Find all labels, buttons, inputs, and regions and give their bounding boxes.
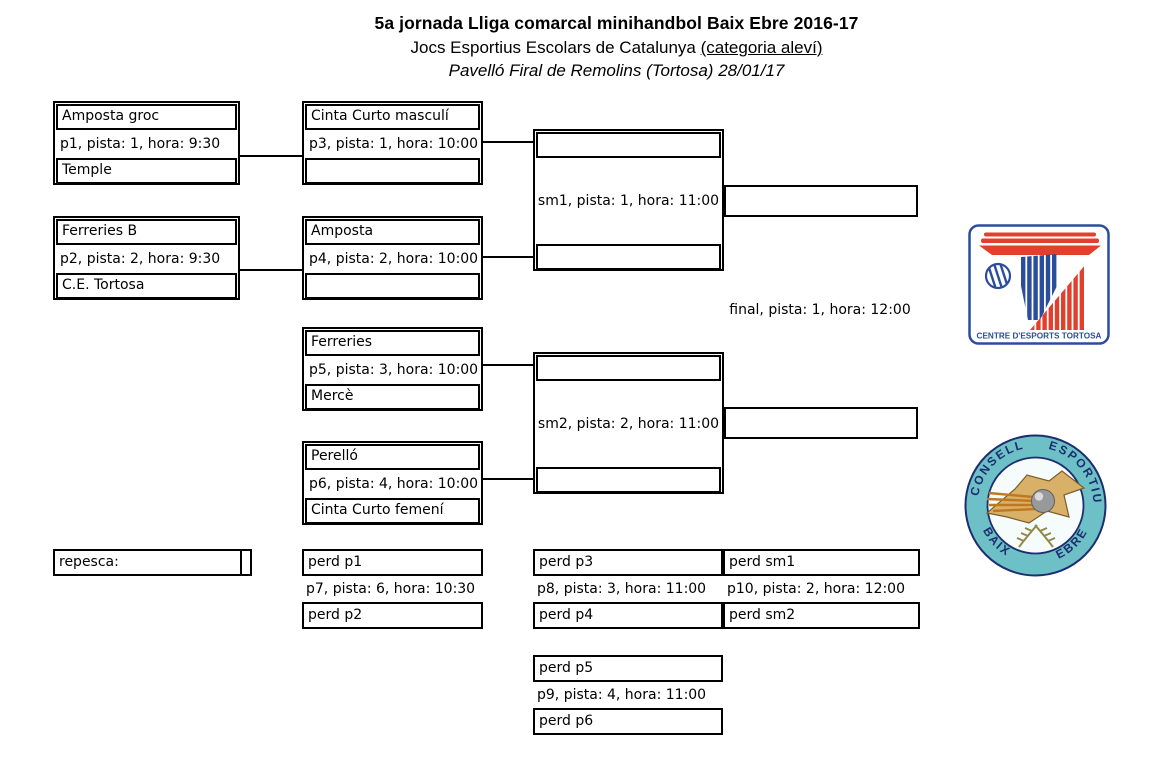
page-title: 5a jornada Lliga comarcal minihandbol Ba… [374, 13, 859, 33]
header: 5a jornada Lliga comarcal minihandbol Ba… [72, 13, 1161, 81]
repesca-box: repesca: [53, 549, 252, 576]
tortosa-top-stripes [979, 232, 1101, 255]
tortosa-logo-text: CENTRE D'ESPORTS TORTOSA [977, 332, 1102, 341]
match-p2: Ferreries B p2, pista: 2, hora: 9:30 C.E… [53, 216, 240, 300]
consell-emblem [985, 470, 1086, 548]
wheat-stalks [1016, 524, 1056, 548]
winner-slot-top [536, 132, 721, 158]
ball-highlight [1034, 492, 1044, 501]
subtitle-text: Jocs Esportius Escolars de Catalunya [410, 38, 701, 57]
match-p9: perd p5 p9, pista: 4, hora: 11:00 perd p… [533, 655, 723, 735]
match-p6: Perelló p6, pista: 4, hora: 10:00 Cinta … [302, 441, 483, 525]
winner-slot-bottom [536, 467, 721, 493]
team-box-top: Ferreries B [56, 219, 237, 245]
team-box-top: perd sm1 [723, 549, 920, 576]
consell-logo: CONSELL ESPORTIU BAIX EBRE [963, 433, 1108, 578]
connector-line [483, 364, 533, 366]
final-info: final, pista: 1, hora: 12:00 [729, 302, 911, 318]
ball-icon [1031, 489, 1055, 513]
match-p7: perd p1 p7, pista: 6, hora: 10:30 perd p… [302, 549, 483, 629]
team-box-bottom: Cinta Curto femení [305, 498, 480, 524]
team-box-bottom: Temple [56, 158, 237, 184]
semifinal-info: sm2, pista: 2, hora: 11:00 [537, 416, 720, 432]
match-info: p8, pista: 3, hora: 11:00 [537, 581, 707, 597]
match-p8: perd p3 p8, pista: 3, hora: 11:00 perd p… [533, 549, 723, 629]
team-box-bottom-empty [305, 158, 480, 184]
team-box-bottom-empty [305, 273, 480, 299]
match-info: p3, pista: 1, hora: 10:00 [309, 136, 479, 152]
connector-line [483, 256, 533, 258]
match-info: p5, pista: 3, hora: 10:00 [309, 362, 479, 378]
team-box-top: perd p3 [533, 549, 723, 576]
match-p1: Amposta groc p1, pista: 1, hora: 9:30 Te… [53, 101, 240, 185]
team-box-bottom: perd p6 [533, 708, 723, 735]
team-box-top: perd p1 [302, 549, 483, 576]
match-info: p1, pista: 1, hora: 9:30 [60, 136, 221, 152]
match-info: p6, pista: 4, hora: 10:00 [309, 476, 479, 492]
connector-line [483, 478, 533, 480]
page-subtitle: Jocs Esportius Escolars de Catalunya (ca… [72, 38, 1161, 58]
subtitle-category: (categoria aleví) [700, 38, 823, 57]
team-box-top: Perelló [305, 444, 480, 470]
connector-line [240, 269, 302, 271]
connector-line [240, 155, 302, 157]
finalist-slot-2 [724, 407, 918, 439]
match-p3: Cinta Curto masculí p3, pista: 1, hora: … [302, 101, 483, 185]
speed-lines [986, 491, 1036, 513]
semifinal-info: sm1, pista: 1, hora: 11:00 [537, 193, 720, 209]
match-p5: Ferreries p5, pista: 3, hora: 10:00 Merc… [302, 327, 483, 411]
match-p4: Amposta p4, pista: 2, hora: 10:00 [302, 216, 483, 300]
team-box-top: Ferreries [305, 330, 480, 356]
team-box-top: Amposta [305, 219, 480, 245]
match-info: p4, pista: 2, hora: 10:00 [309, 251, 479, 267]
team-box-bottom: Mercè [305, 384, 480, 410]
repesca-label: repesca: [59, 554, 119, 570]
team-box-top: Cinta Curto masculí [305, 104, 480, 130]
match-info: p7, pista: 6, hora: 10:30 [306, 581, 476, 597]
finalist-slot-1 [724, 185, 918, 217]
winner-slot-bottom [536, 244, 721, 270]
match-info: p10, pista: 2, hora: 12:00 [727, 581, 906, 597]
repesca-box-divider [240, 550, 242, 575]
team-box-bottom: perd sm2 [723, 602, 920, 629]
semifinal-2: sm2, pista: 2, hora: 11:00 [533, 352, 724, 494]
semifinal-1: sm1, pista: 1, hora: 11:00 [533, 129, 724, 271]
team-box-bottom: C.E. Tortosa [56, 273, 237, 299]
blue-stripes [1021, 254, 1057, 320]
match-info: p9, pista: 4, hora: 11:00 [537, 687, 707, 703]
winner-slot-top [536, 355, 721, 381]
team-box-top: perd p5 [533, 655, 723, 682]
team-box-bottom: perd p2 [302, 602, 483, 629]
match-p10: perd sm1 p10, pista: 2, hora: 12:00 perd… [723, 549, 920, 629]
connector-line [483, 141, 533, 143]
handball-icon [984, 260, 1012, 292]
match-info: p2, pista: 2, hora: 9:30 [60, 251, 221, 267]
team-box-top: Amposta groc [56, 104, 237, 130]
venue-line: Pavelló Firal de Remolins (Tortosa) 28/0… [448, 61, 785, 80]
tortosa-logo: CENTRE D'ESPORTS TORTOSA [968, 224, 1110, 345]
team-box-bottom: perd p4 [533, 602, 723, 629]
